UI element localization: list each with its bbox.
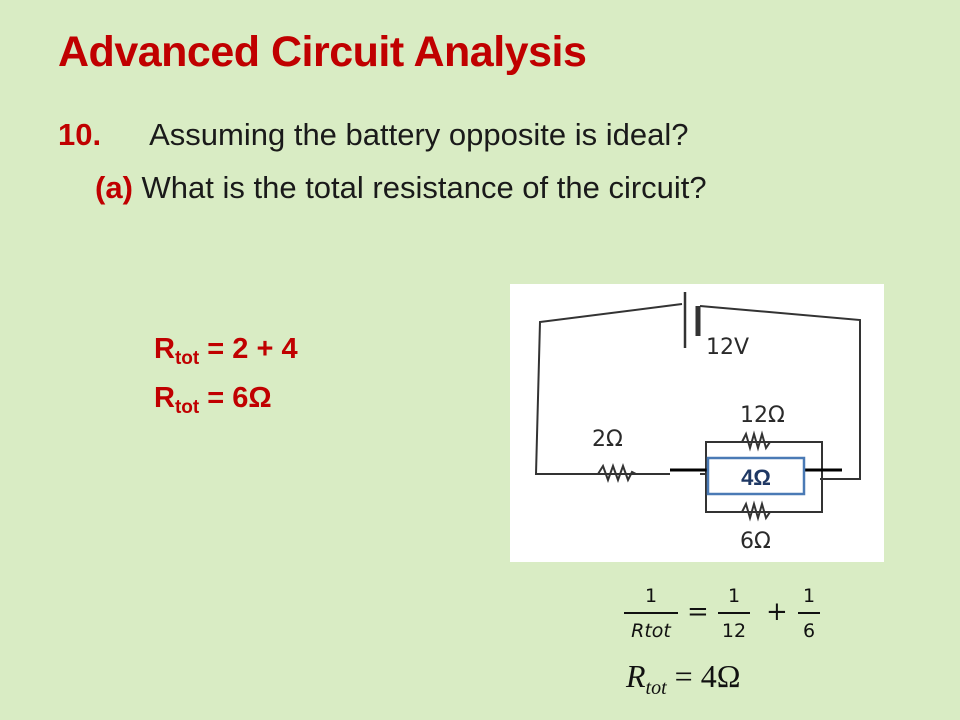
lhs-fraction-bar bbox=[624, 612, 678, 614]
fraction-lhs: 1 Rtot bbox=[624, 585, 678, 642]
term-2-fraction-bar bbox=[798, 612, 820, 614]
circuit-diagram: 12V 2Ω 12Ω 6Ω 4Ω bbox=[510, 284, 884, 562]
working-2-sub: tot bbox=[174, 397, 200, 418]
working-1-rhs: = 2 + 4 bbox=[199, 333, 298, 365]
question-number: 10. bbox=[58, 117, 102, 152]
part-text: What is the total resistance of the circ… bbox=[141, 170, 707, 205]
term-2-denominator: 6 bbox=[802, 619, 816, 642]
lhs-numerator: 1 bbox=[644, 585, 658, 607]
working-1-sub: tot bbox=[174, 348, 200, 369]
lhs-denominator: Rtot bbox=[631, 619, 671, 642]
equivalent-resistor-label: 4Ω bbox=[741, 465, 771, 490]
fraction-term-1: 1 12 bbox=[718, 585, 750, 642]
question-part-line: (a) What is the total resistance of the … bbox=[95, 170, 707, 206]
plus-sign: + bbox=[766, 597, 788, 627]
working-line-2: Rtot = 6Ω bbox=[154, 382, 272, 419]
resistor-top-label: 12Ω bbox=[740, 403, 785, 428]
result-symbol: R bbox=[626, 658, 646, 694]
parallel-equation: 1 Rtot = 1 12 + 1 6 bbox=[620, 583, 830, 659]
circuit-svg: 12V 2Ω 12Ω 6Ω 4Ω bbox=[534, 292, 861, 554]
resistor-bottom-label: 6Ω bbox=[740, 529, 771, 554]
result-rhs: = 4Ω bbox=[666, 658, 741, 694]
battery-label: 12V bbox=[706, 335, 749, 360]
working-line-1: Rtot = 2 + 4 bbox=[154, 333, 298, 370]
term-1-fraction-bar bbox=[718, 612, 750, 614]
resistor-top-symbol bbox=[741, 430, 771, 452]
question-text: Assuming the battery opposite is ideal? bbox=[149, 117, 689, 152]
question-line: 10. Assuming the battery opposite is idea… bbox=[58, 117, 688, 153]
working-1-symbol: R bbox=[154, 333, 175, 365]
term-1-denominator: 12 bbox=[721, 619, 747, 642]
slide-title: Advanced Circuit Analysis bbox=[58, 28, 587, 76]
resistor-series-symbol bbox=[597, 463, 637, 483]
part-label: (a) bbox=[95, 170, 133, 205]
term-2-numerator: 1 bbox=[802, 585, 816, 607]
wire-top-left bbox=[534, 303, 683, 475]
equivalent-resistor-box bbox=[706, 456, 806, 496]
term-1-numerator: 1 bbox=[727, 585, 741, 607]
equals-sign: = bbox=[687, 597, 709, 627]
battery-symbol bbox=[683, 292, 701, 348]
working-2-rhs: = 6Ω bbox=[199, 382, 272, 414]
result-line: Rtot = 4Ω bbox=[626, 658, 741, 700]
resistor-series-label: 2Ω bbox=[592, 427, 623, 452]
fraction-term-2: 1 6 bbox=[798, 585, 820, 642]
resistor-bottom-symbol bbox=[741, 500, 771, 522]
result-sub: tot bbox=[645, 677, 667, 699]
wire-top-right bbox=[699, 305, 861, 480]
working-2-symbol: R bbox=[154, 382, 175, 414]
